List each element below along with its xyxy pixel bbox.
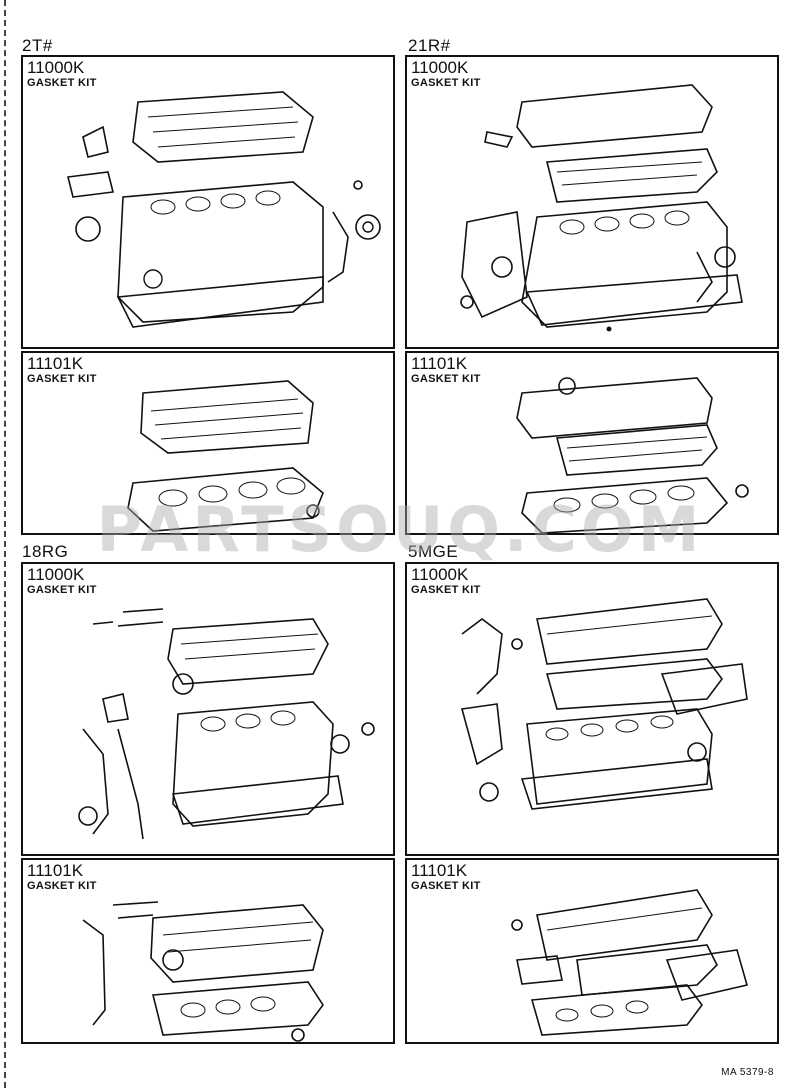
panel-5mge-11000k[interactable]: 11000K GASKET KIT: [405, 562, 779, 856]
part-name: GASKET KIT: [27, 880, 97, 892]
head-gasket-set-icon: [127, 380, 324, 532]
head-gasket-set-icon: [516, 377, 749, 533]
part-number: 11101K: [411, 861, 468, 880]
part-number: 11000K: [411, 58, 469, 77]
section-label-21r: 21R#: [408, 36, 451, 55]
part-number: 11000K: [27, 565, 85, 584]
part-number: 11000K: [27, 58, 85, 77]
panel-18rg-11000k[interactable]: 11000K GASKET KIT: [21, 562, 395, 856]
part-name: GASKET KIT: [27, 77, 97, 89]
panel-5mge-11101k[interactable]: 11101K GASKET KIT: [405, 858, 779, 1044]
panel-21r-11000k[interactable]: 11000K GASKET KIT: [405, 55, 779, 349]
part-number: 11101K: [27, 354, 84, 373]
part-name: GASKET KIT: [27, 584, 97, 596]
part-name: GASKET KIT: [411, 880, 481, 892]
part-name: GASKET KIT: [411, 584, 481, 596]
page-left-border: [4, 0, 6, 1088]
engine-full-gasket-set-icon: [67, 91, 381, 328]
head-gasket-set-icon: [511, 889, 749, 1036]
section-label-2t: 2T#: [22, 36, 53, 55]
part-number: 11101K: [27, 861, 84, 880]
engine-full-gasket-set-icon: [460, 598, 748, 810]
figure-reference: MA 5379-8: [721, 1067, 774, 1078]
section-label-18rg: 18RG: [22, 542, 69, 561]
panel-18rg-11101k[interactable]: 11101K GASKET KIT: [21, 858, 395, 1044]
panel-2t-11101k[interactable]: 11101K GASKET KIT: [21, 351, 395, 535]
part-name: GASKET KIT: [411, 77, 481, 89]
part-number: 11101K: [411, 354, 468, 373]
panel-2t-11000k[interactable]: 11000K GASKET KIT: [21, 55, 395, 349]
part-name: GASKET KIT: [411, 373, 481, 385]
head-gasket-set-icon: [82, 901, 324, 1042]
engine-full-gasket-set-icon: [460, 84, 743, 332]
part-name: GASKET KIT: [27, 373, 97, 385]
engine-full-gasket-set-icon: [78, 608, 375, 840]
watermark: PARTSOUQ.COM: [96, 493, 704, 566]
section-label-5mge: 5MGE: [408, 542, 459, 561]
part-number: 11000K: [411, 565, 469, 584]
panel-21r-11101k[interactable]: 11101K GASKET KIT: [405, 351, 779, 535]
